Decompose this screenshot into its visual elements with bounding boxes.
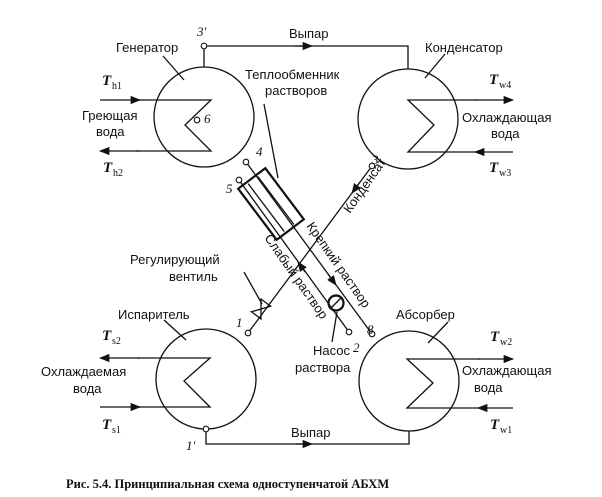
svg-text:T: T — [102, 417, 112, 433]
label-absorber: Абсорбер — [396, 307, 455, 322]
svg-text:T: T — [489, 72, 499, 88]
vapor-lines — [203, 41, 410, 449]
temp-th1: T h1 — [102, 73, 122, 92]
label-heat-exchanger-2: растворов — [265, 83, 327, 98]
solution-heat-exchanger — [236, 166, 306, 242]
point-1-prime: 1' — [186, 438, 196, 453]
svg-text:s1: s1 — [112, 425, 121, 436]
temp-ts2: T s2 — [102, 328, 121, 347]
svg-text:w3: w3 — [499, 168, 511, 179]
figure-caption: Рис. 5.4. Принципиальная схема одноступе… — [66, 477, 389, 491]
generator-leader — [162, 55, 185, 81]
label-condensate: Конденсат — [340, 155, 389, 216]
svg-text:h2: h2 — [113, 168, 123, 179]
label-valve-2: вентиль — [169, 269, 218, 284]
generator-vessel — [136, 66, 255, 168]
svg-text:T: T — [102, 73, 112, 89]
point-3-prime: 3' — [196, 24, 207, 39]
label-cooling-water-top-2: вода — [491, 126, 520, 141]
svg-text:T: T — [489, 160, 499, 176]
connection-points — [200, 42, 376, 433]
absorber-vessel — [358, 330, 480, 432]
evaporator-leader — [163, 319, 187, 341]
label-evaporator: Испаритель — [118, 307, 190, 322]
temp-tw1: T w1 — [490, 417, 512, 436]
label-cooling-water-bottom-2: вода — [474, 380, 503, 395]
label-cooling-water-top-1: Охлаждающая — [462, 110, 552, 125]
point-3: 3 — [371, 152, 379, 167]
label-pump-1: Насос — [313, 343, 350, 358]
label-heating-water-2: вода — [96, 124, 125, 139]
regulating-valve — [249, 297, 273, 321]
label-vapor-bottom: Выпар — [291, 425, 331, 440]
temp-tw3: T w3 — [489, 160, 511, 179]
svg-text:T: T — [490, 417, 500, 433]
point-6: 6 — [204, 111, 211, 126]
temp-ts1: T s1 — [102, 417, 121, 436]
exchanger-leader — [263, 103, 279, 179]
svg-text:T: T — [490, 329, 500, 345]
label-heating-water-1: Греющая — [82, 108, 138, 123]
valve-leader — [243, 271, 263, 305]
temp-th2: T h2 — [103, 160, 123, 179]
svg-text:T: T — [102, 328, 112, 344]
label-vapor-top: Выпар — [289, 26, 329, 41]
water-lines — [98, 95, 515, 413]
evaporator-vessel — [137, 328, 257, 430]
point-2: 2 — [353, 340, 360, 355]
label-cooling-water-bottom-1: Охлаждающая — [462, 363, 552, 378]
label-cooled-water-1: Охлаждаемая — [41, 364, 126, 379]
condenser-leader — [424, 53, 446, 79]
point-8: 8 — [367, 322, 374, 337]
label-generator: Генератор — [116, 40, 178, 55]
solution-pump — [327, 294, 345, 312]
solution-lines — [238, 161, 373, 335]
pump-leader — [331, 311, 338, 343]
svg-text:s2: s2 — [112, 336, 121, 347]
absorber-leader — [427, 321, 449, 344]
label-cooled-water-2: вода — [73, 381, 102, 396]
label-heat-exchanger-1: Теплообменник — [245, 67, 340, 82]
point-4: 4 — [256, 144, 263, 159]
svg-text:T: T — [103, 160, 113, 176]
svg-text:h1: h1 — [112, 81, 122, 92]
temp-tw4: T w4 — [489, 72, 511, 91]
label-valve-1: Регулирующий — [130, 252, 220, 267]
temp-tw2: T w2 — [490, 329, 512, 348]
label-condenser: Конденсатор — [425, 40, 503, 55]
point-1: 1 — [236, 315, 243, 330]
svg-text:w1: w1 — [500, 425, 512, 436]
svg-text:w2: w2 — [500, 337, 512, 348]
point-5: 5 — [226, 181, 233, 196]
label-pump-2: раствора — [295, 360, 351, 375]
svg-text:w4: w4 — [499, 80, 511, 91]
